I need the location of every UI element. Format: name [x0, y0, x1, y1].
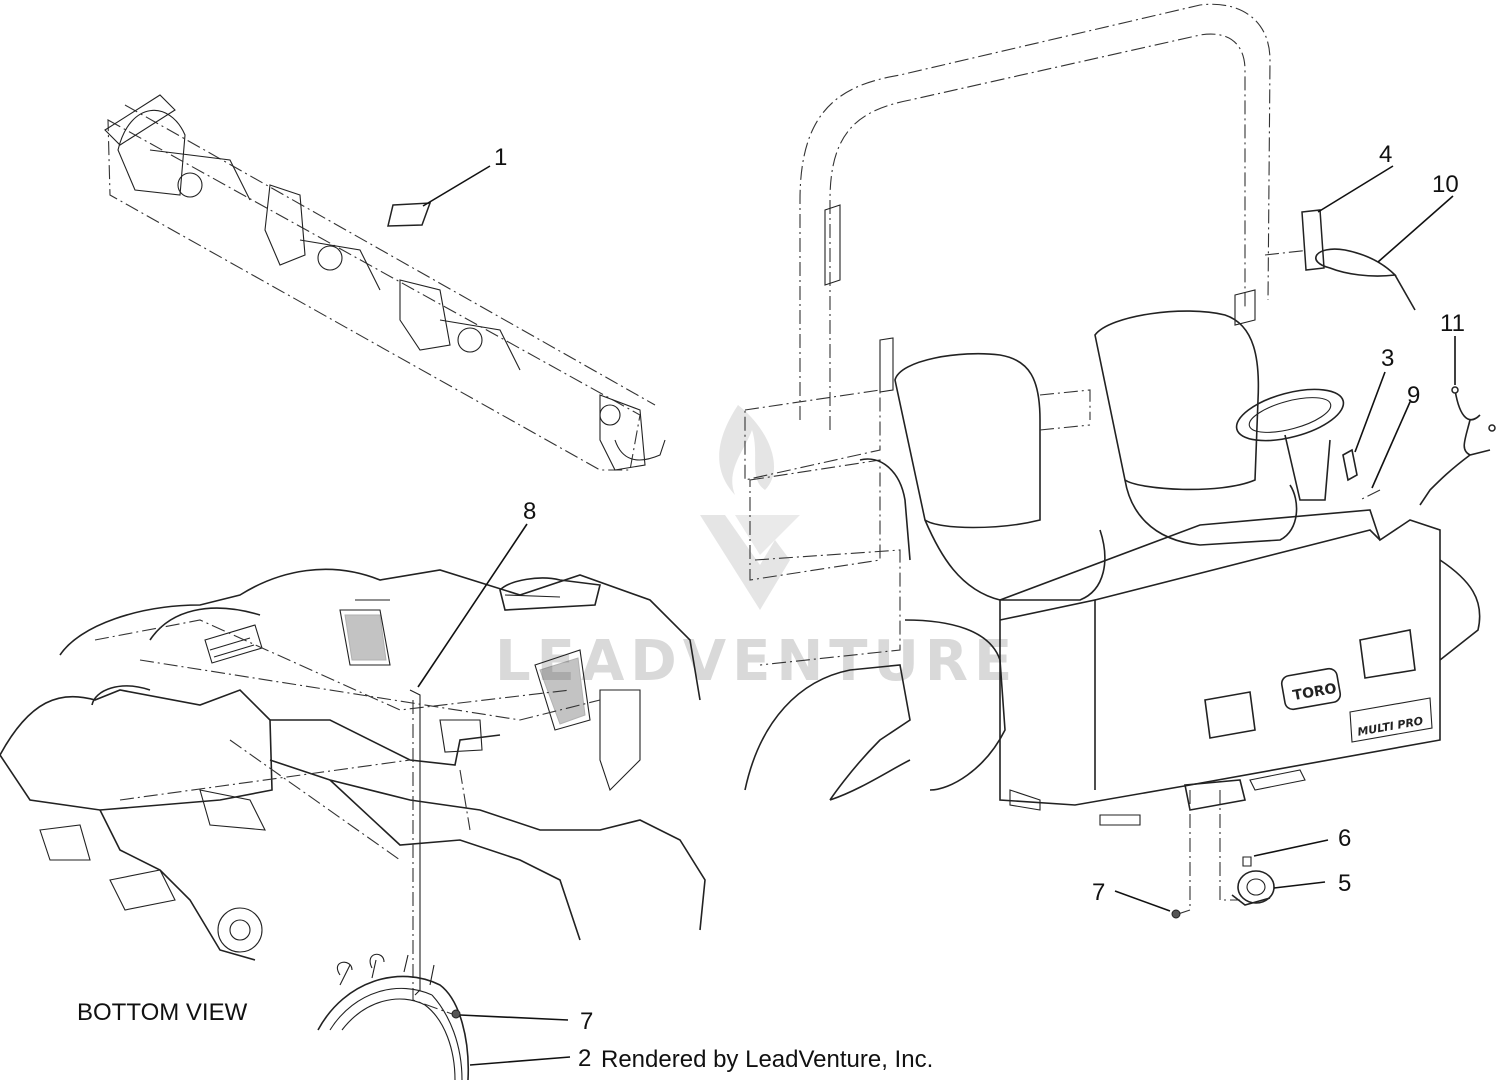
- vehicle-bottom-view: [0, 568, 706, 1016]
- callout-leaders: [417, 165, 1456, 1066]
- callout-7-right: 7: [1092, 879, 1105, 906]
- vehicle-rear-view: TORO MULTI PRO: [744, 3, 1481, 916]
- horn-part-5: [1237, 870, 1275, 904]
- callout-5: 5: [1338, 870, 1351, 897]
- decal-part-4: [1301, 209, 1325, 271]
- bottom-view-label: BOTTOM VIEW: [77, 999, 248, 1026]
- callout-7-bottom: 7: [580, 1008, 593, 1035]
- callout-3: 3: [1381, 345, 1394, 372]
- switch-part-3: [1342, 448, 1358, 482]
- callout-4: 4: [1379, 141, 1392, 168]
- spray-boom-assembly: [104, 94, 666, 471]
- callout-9: 9: [1407, 382, 1420, 409]
- callout-2: 2: [578, 1045, 591, 1072]
- muffler-guard-part-2: [317, 953, 470, 1081]
- cable-tie-part-10: [1315, 248, 1397, 277]
- decal-part-1: [387, 202, 432, 227]
- callout-8: 8: [523, 498, 536, 525]
- callout-1: 1: [494, 144, 507, 171]
- callout-labels: 1 2 3 4 5 6 7 7 8 9 10 11: [494, 141, 1465, 1072]
- nut-part-7: [1171, 909, 1181, 919]
- toro-badge-text: TORO: [1292, 681, 1338, 704]
- callout-11: 11: [1440, 310, 1465, 337]
- small-parts: [1171, 209, 1496, 919]
- callout-6: 6: [1338, 825, 1351, 852]
- wiring-harness-part-11: [1419, 389, 1491, 506]
- leadventure-watermark-logo: [700, 405, 800, 610]
- credit-text: Rendered by LeadVenture, Inc.: [601, 1046, 933, 1073]
- callout-10: 10: [1432, 171, 1459, 198]
- screw-part-6: [1242, 856, 1252, 867]
